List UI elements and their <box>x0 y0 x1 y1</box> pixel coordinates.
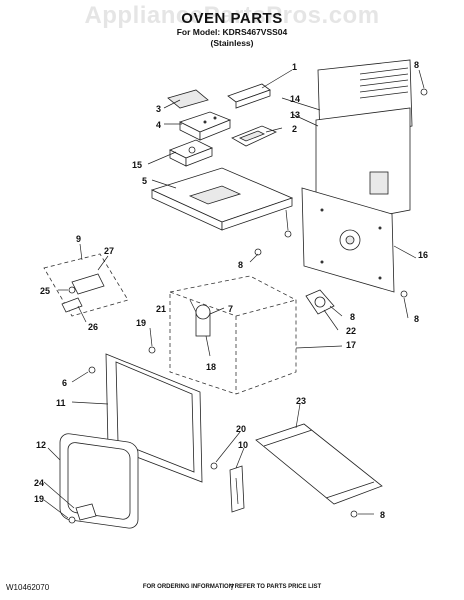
ordering-note: FOR ORDERING INFORMATION REFER TO PARTS … <box>142 584 322 590</box>
part-block-24 <box>75 503 97 521</box>
part-rack-23 <box>255 423 383 505</box>
callout-14: 14 <box>290 94 300 104</box>
model-line: For Model: KDRS467VSS04 <box>176 27 288 37</box>
callout-8b: 8 <box>238 260 243 270</box>
variant-line: (Stainless) <box>210 38 254 48</box>
leader-lines <box>43 69 425 519</box>
callout-12: 12 <box>36 440 46 450</box>
page-title: OVEN PARTS <box>181 10 283 27</box>
callout-6: 6 <box>62 378 67 388</box>
part-harness-group <box>43 253 129 317</box>
part-insulation-16 <box>301 187 395 293</box>
callout-15: 15 <box>132 160 142 170</box>
callout-9: 9 <box>76 234 81 244</box>
callout-19a: 19 <box>136 318 146 328</box>
callout-5: 5 <box>142 176 147 186</box>
part-gasket-12 <box>59 433 139 529</box>
callout-labels: 1 2 3 4 5 6 7 8 8 8 8 8 9 10 11 12 13 14… <box>34 60 428 520</box>
part-oven-cavity <box>169 275 297 395</box>
watermark: AppliancePartsPros.com <box>84 2 380 29</box>
callout-26: 26 <box>88 322 98 332</box>
callout-3: 3 <box>156 104 161 114</box>
callout-21: 21 <box>156 304 166 314</box>
part-plate-3 <box>167 89 209 109</box>
callout-19b: 19 <box>34 494 44 504</box>
callout-8d: 8 <box>414 314 419 324</box>
part-hinge-10 <box>229 465 245 513</box>
callout-20: 20 <box>236 424 246 434</box>
callout-13: 13 <box>290 110 300 120</box>
callout-8e: 8 <box>380 510 385 520</box>
callout-16: 16 <box>418 250 428 260</box>
part-bracket-1 <box>227 83 271 109</box>
callout-11: 11 <box>56 398 66 408</box>
callout-7: 7 <box>228 304 233 314</box>
callout-17: 17 <box>346 340 356 350</box>
part-motor-15 <box>169 139 213 167</box>
page-number: 7 <box>230 583 235 592</box>
screw-icons <box>68 88 428 524</box>
callout-27: 27 <box>104 246 114 256</box>
part-cover-2 <box>231 125 277 147</box>
document-number: W10462070 <box>6 583 50 592</box>
callout-25: 25 <box>40 286 50 296</box>
callout-8c: 8 <box>350 312 355 322</box>
callout-1: 1 <box>292 62 297 72</box>
callout-10: 10 <box>238 440 248 450</box>
part-back-cover-13 <box>315 107 411 229</box>
callout-4: 4 <box>156 120 161 130</box>
callout-2: 2 <box>292 124 297 134</box>
callout-18: 18 <box>206 362 216 372</box>
part-tray-5 <box>150 167 294 231</box>
callout-24: 24 <box>34 478 44 488</box>
callout-23: 23 <box>296 396 306 406</box>
callout-8a: 8 <box>414 60 419 70</box>
callout-22: 22 <box>346 326 356 336</box>
part-module-4 <box>178 111 232 141</box>
part-element-22 <box>305 289 335 315</box>
